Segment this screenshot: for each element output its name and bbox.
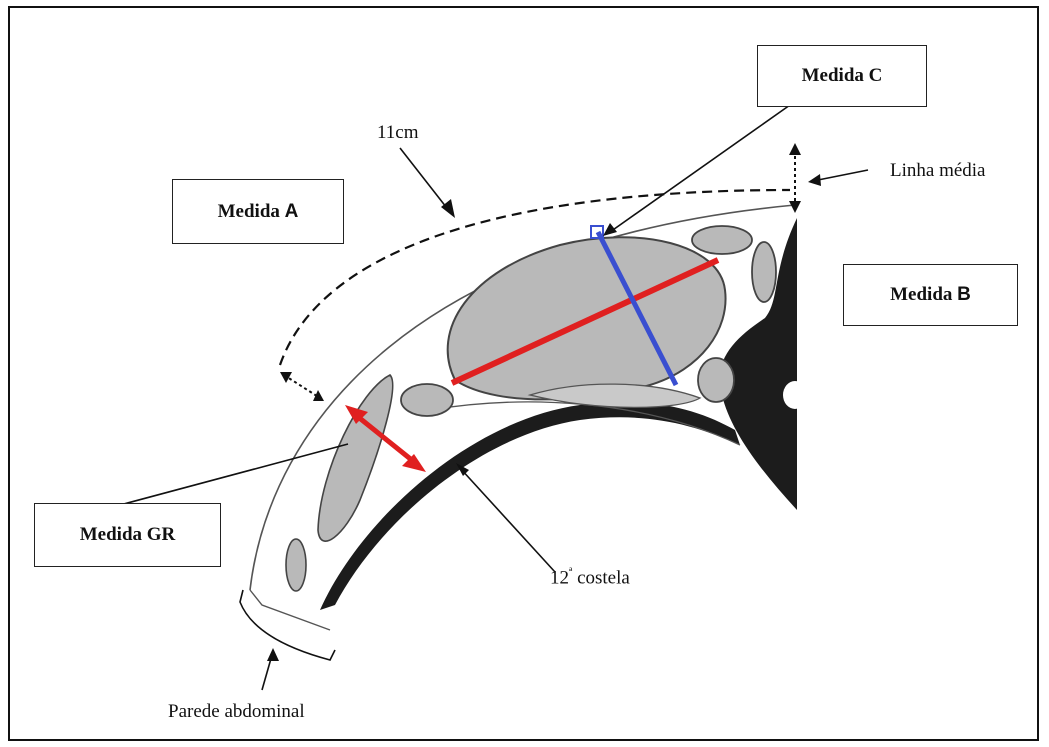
small-structure-1	[401, 384, 453, 416]
costela-superscript: ª	[569, 565, 572, 579]
muscle-small	[286, 539, 306, 591]
costela-number: 12	[550, 567, 569, 588]
costela-label: 12ª costela	[550, 565, 630, 589]
wall-bracket	[240, 590, 335, 660]
medida-c-box: Medida C	[757, 45, 927, 107]
medida-b-label: Medida	[890, 284, 952, 306]
medida-c-label: Medida C	[802, 65, 883, 87]
medida-gr-box: Medida GR	[34, 503, 221, 567]
small-structure-2	[692, 226, 752, 254]
wall-lower-edge	[250, 590, 330, 630]
parede-abdominal-label: Parede abdominal	[168, 701, 305, 723]
costela-text: costela	[577, 567, 630, 588]
medida-b-letter: B	[957, 284, 971, 306]
medida-b-box: Medida B	[843, 264, 1018, 326]
small-structure-4	[698, 358, 734, 402]
medida-a-box: Medida A	[172, 179, 344, 244]
medida-a-letter: A	[285, 201, 299, 223]
dotted-arrow-left	[284, 375, 320, 398]
spine-notch	[783, 381, 807, 409]
medida-a-label: Medida	[218, 201, 280, 223]
arc-length-label: 11cm	[377, 122, 419, 144]
muscle-long	[318, 375, 393, 541]
small-structure-3	[752, 242, 776, 302]
linha-media-label: Linha média	[890, 160, 986, 182]
medida-gr-label: Medida GR	[80, 524, 176, 546]
